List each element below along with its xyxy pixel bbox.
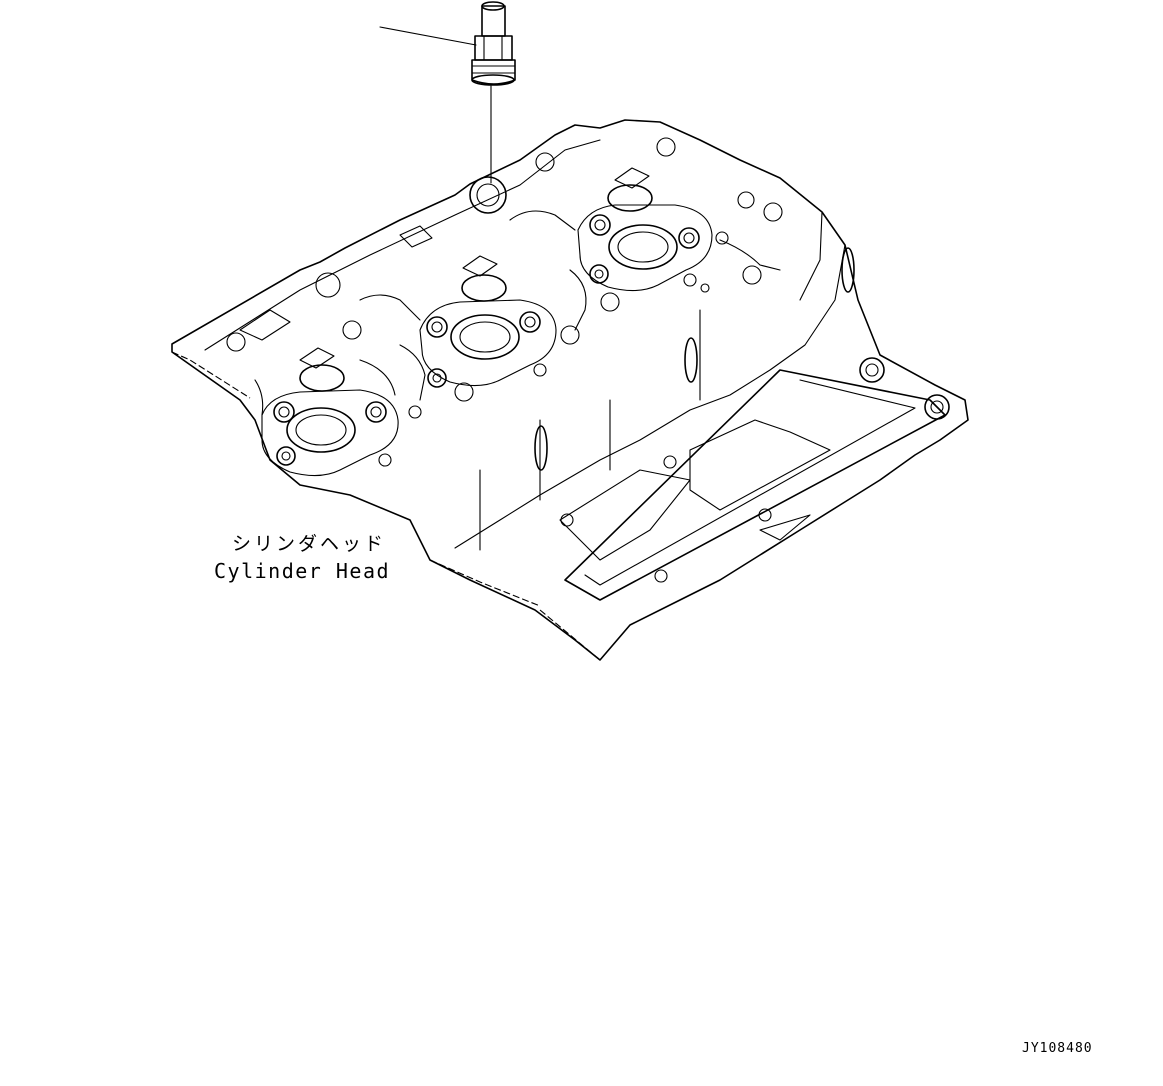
drawing-id: JY108480 bbox=[1022, 1041, 1093, 1056]
part-label-japanese: シリンダヘッド bbox=[232, 533, 387, 555]
sensor-part bbox=[471, 1, 516, 86]
cylinder-head-body bbox=[171, 119, 969, 661]
sensor-leader-line bbox=[379, 26, 477, 46]
part-label-english: Cylinder Head bbox=[214, 559, 391, 583]
